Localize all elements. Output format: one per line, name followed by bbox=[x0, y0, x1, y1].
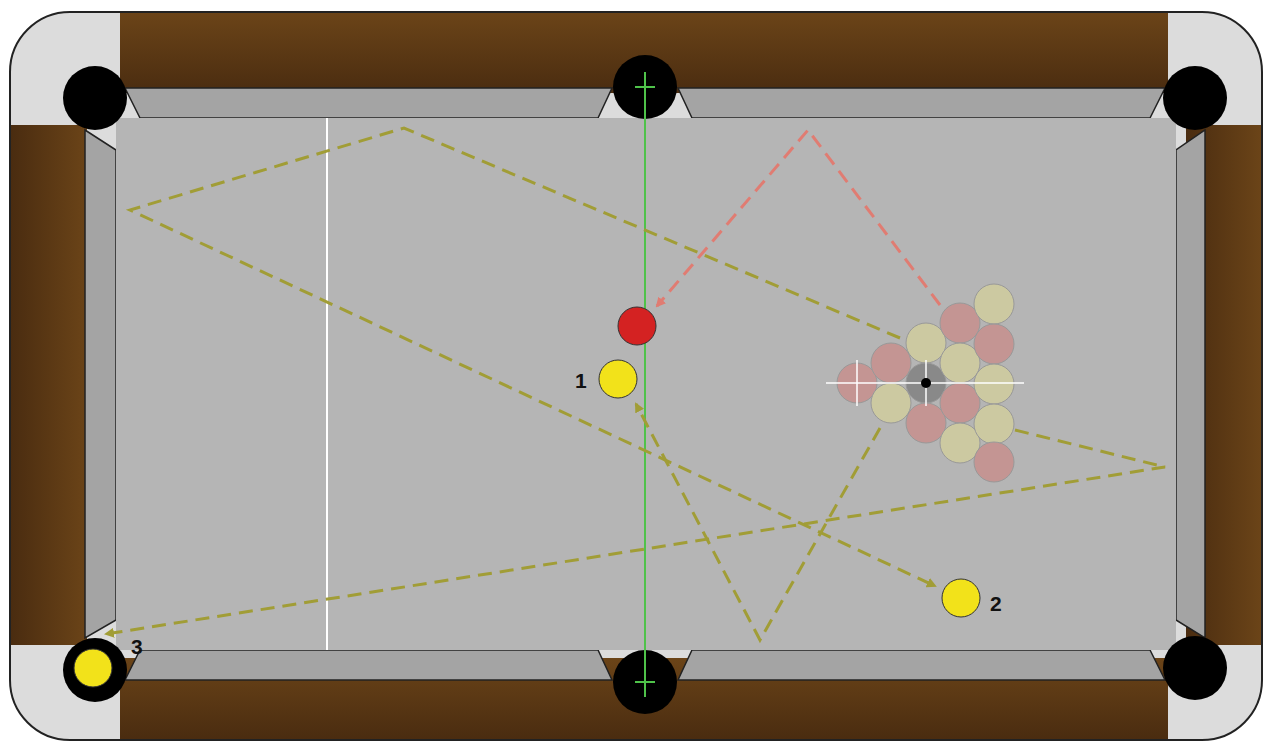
callout-number: 2 bbox=[990, 593, 1002, 614]
callout-number: 1 bbox=[575, 370, 587, 391]
callout-number: 3 bbox=[131, 636, 143, 657]
